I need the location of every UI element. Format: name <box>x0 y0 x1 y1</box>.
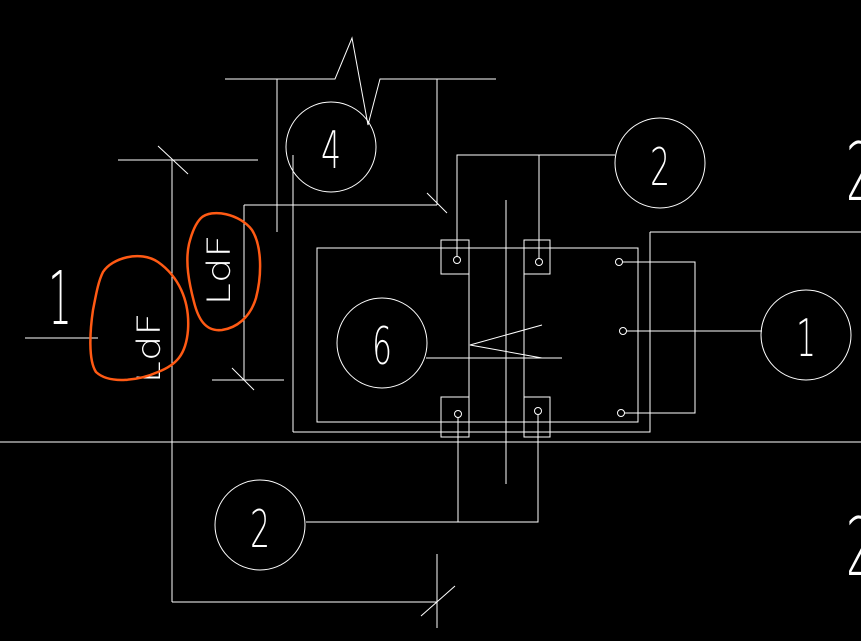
markup-circle <box>186 211 262 332</box>
steel-plate <box>523 239 551 275</box>
label-number-1: 1 <box>48 256 72 342</box>
rebar-dot <box>619 327 627 335</box>
leader-line <box>306 417 459 523</box>
callout-6: 6 <box>336 297 428 389</box>
leader-line <box>456 154 615 257</box>
ldf-label-left: LdF <box>130 313 168 384</box>
callout-label: 2 <box>650 138 670 199</box>
rebar-dot <box>617 409 625 417</box>
callout-circle <box>285 101 377 193</box>
callout-label: 1 <box>796 309 816 370</box>
rebar-dot <box>535 258 543 266</box>
rebar-dot <box>454 410 462 418</box>
edge-label-2-top: 2 <box>846 127 861 220</box>
break-symbol <box>426 324 543 359</box>
break-line-top <box>225 36 496 126</box>
edge-label-2-bottom: 2 <box>846 502 861 595</box>
steel-plate <box>523 396 551 438</box>
leader-line <box>622 261 696 414</box>
callout-circle <box>760 289 852 381</box>
column-section <box>316 247 639 423</box>
tick-mark <box>420 585 456 617</box>
tick-mark <box>157 145 189 175</box>
column-outline <box>293 232 651 433</box>
steel-plate <box>440 396 470 438</box>
rebar-dot <box>534 407 542 415</box>
callout-1: 1 <box>760 289 852 381</box>
callout-label: 4 <box>321 121 341 182</box>
leader-line <box>458 414 539 523</box>
tick-mark <box>231 367 255 391</box>
markup-circle <box>89 254 190 382</box>
callout-circle <box>214 479 306 571</box>
steel-plate <box>440 239 470 275</box>
rebar-dot <box>615 258 623 266</box>
callout-label: 6 <box>372 317 392 378</box>
callout-4: 4 <box>285 101 377 193</box>
callout-circle <box>336 297 428 389</box>
tick-mark <box>426 192 448 214</box>
callout-2-top: 2 <box>614 117 706 209</box>
ldf-label-right: LdF <box>200 235 238 306</box>
callout-2-bottom: 2 <box>214 479 306 571</box>
callout-label: 2 <box>250 500 270 561</box>
rebar-dot <box>453 256 461 264</box>
callout-circle <box>614 117 706 209</box>
